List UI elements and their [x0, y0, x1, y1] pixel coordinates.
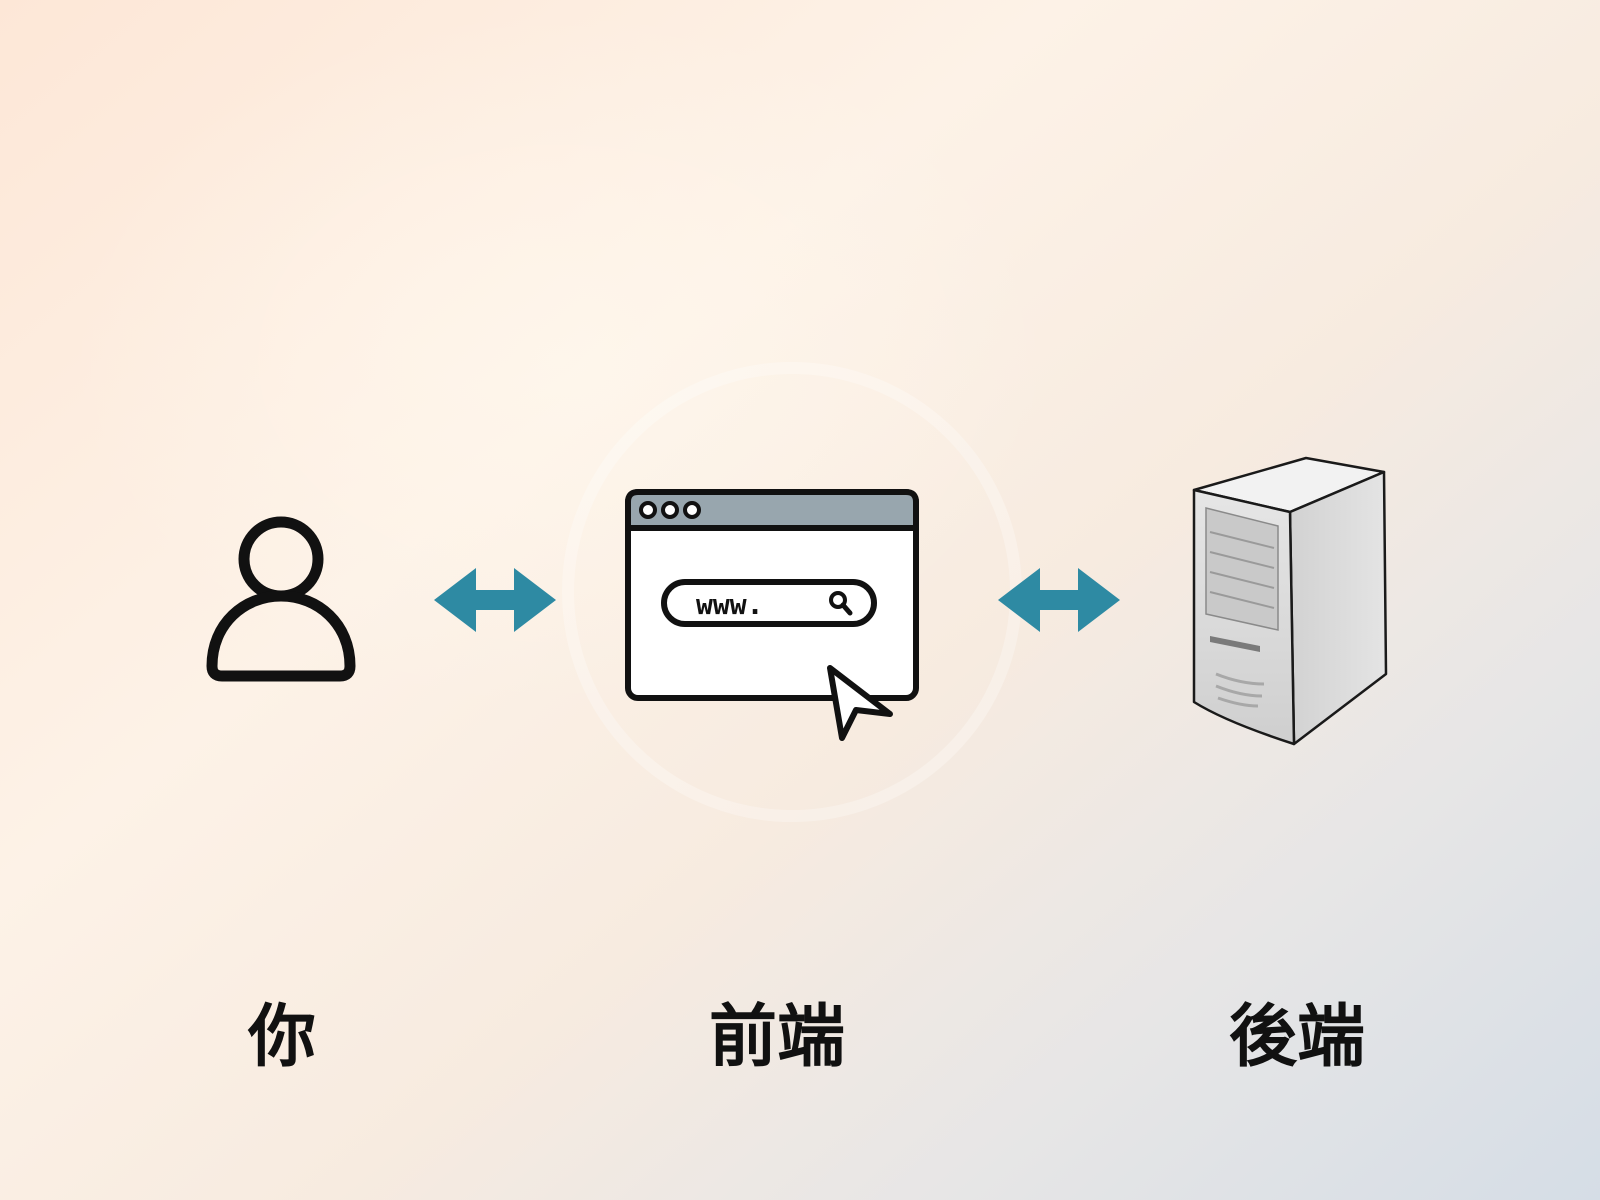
window-dot-icon [661, 501, 679, 519]
user-icon [206, 516, 356, 682]
window-dot-icon [683, 501, 701, 519]
label-frontend: 前端 [708, 998, 845, 1077]
search-icon [829, 591, 853, 616]
double-arrow-icon [434, 568, 556, 632]
label-backend: 後端 [1228, 998, 1365, 1077]
server-tower-icon [1192, 456, 1388, 746]
label-you: 你 [247, 998, 316, 1077]
address-bar-text: www. [696, 588, 763, 621]
window-dot-icon [639, 501, 657, 519]
mouse-cursor-icon [827, 665, 893, 741]
address-bar [661, 579, 877, 627]
double-arrow-icon [998, 568, 1120, 632]
browser-window-icon: www. [625, 489, 919, 741]
